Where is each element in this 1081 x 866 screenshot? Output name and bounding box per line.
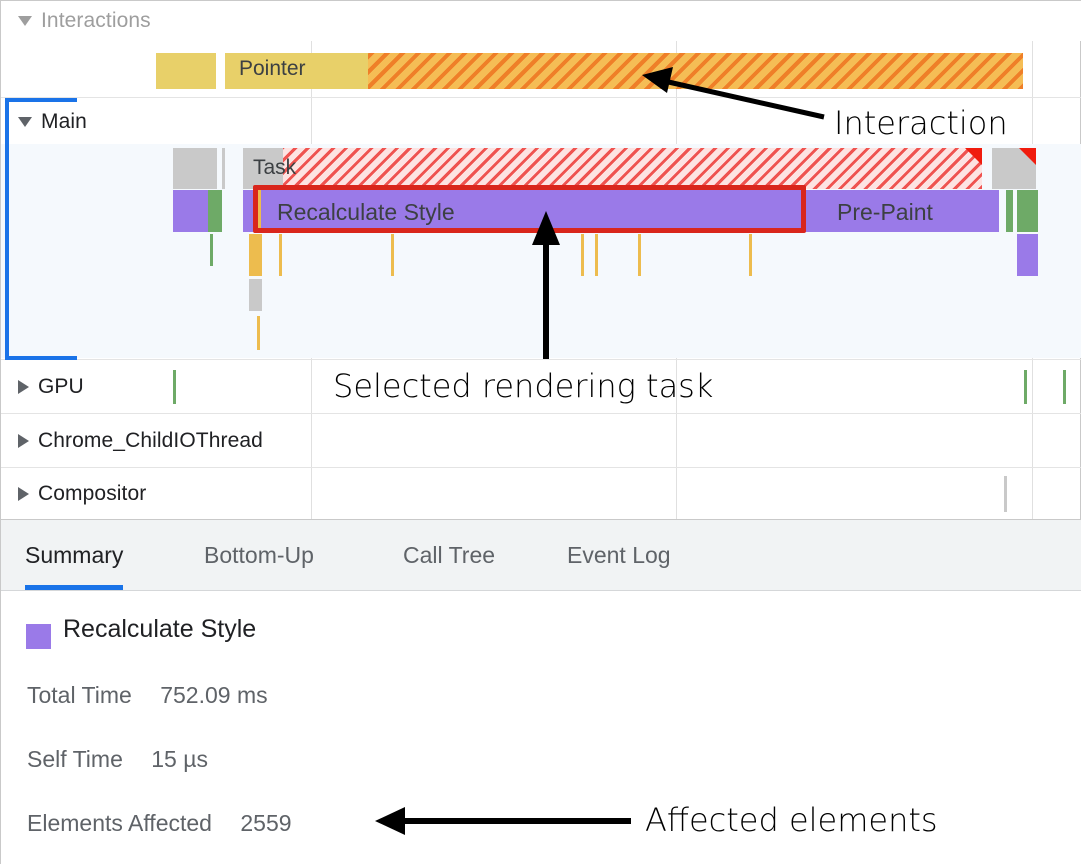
- timeline-tracks: 500 ms 1000 ms 1500 ms Interactions Poin…: [1, 1, 1081, 519]
- flame-bar[interactable]: [638, 234, 641, 276]
- flame-bar-pre-paint[interactable]: [825, 190, 999, 232]
- track-selection-bracket: [5, 98, 77, 360]
- track-chrome-childiothread-label: Chrome_ChildIOThread: [38, 428, 263, 452]
- interaction-bar-pointer[interactable]: Pointer: [225, 53, 368, 89]
- flame-bar[interactable]: [208, 190, 222, 232]
- summary-row-self-time: Self Time 15 µs: [27, 746, 208, 773]
- flame-bar[interactable]: [173, 148, 217, 189]
- summary-event-name: Recalculate Style: [63, 615, 257, 643]
- flame-bar-task[interactable]: [243, 148, 283, 189]
- divider: [1, 97, 1081, 98]
- summary-label-self-time: Self Time: [27, 746, 123, 772]
- flame-bar-pre-paint-label: Pre-Paint: [837, 199, 933, 225]
- track-gpu-label: GPU: [38, 374, 84, 398]
- flame-bar[interactable]: [243, 190, 253, 232]
- track-compositor[interactable]: Compositor: [1, 468, 1081, 519]
- flame-bar[interactable]: [581, 234, 584, 276]
- flame-bar[interactable]: [222, 148, 225, 189]
- tab-event-log[interactable]: Event Log: [567, 520, 671, 590]
- track-chrome-childiothread[interactable]: Chrome_ChildIOThread: [1, 414, 1081, 467]
- summary-value-elements-affected: 2559: [240, 810, 292, 836]
- chevron-right-icon[interactable]: [18, 433, 29, 448]
- long-task-warning-icon: [965, 148, 982, 165]
- gpu-event-mark[interactable]: [1063, 370, 1066, 404]
- flame-bar[interactable]: [279, 234, 282, 276]
- track-interactions-header[interactable]: Interactions: [1, 1, 151, 41]
- main-flame-chart[interactable]: Task Recalculate Style Pre-Paint: [1, 144, 1081, 358]
- annotation-affected-elements: Affected elements: [645, 801, 938, 839]
- flame-bar[interactable]: [210, 234, 213, 266]
- flame-bar[interactable]: [1006, 190, 1013, 232]
- flame-bar[interactable]: [249, 234, 262, 276]
- tab-summary-label: Summary: [25, 541, 124, 568]
- track-interactions-label: Interactions: [41, 9, 151, 32]
- track-chrome-childiothread-header[interactable]: Chrome_ChildIOThread: [1, 414, 263, 467]
- chevron-down-icon[interactable]: [18, 117, 32, 127]
- annotation-interaction: Interaction: [834, 104, 1008, 142]
- chevron-down-icon[interactable]: [18, 16, 32, 26]
- track-compositor-label: Compositor: [38, 481, 147, 505]
- chevron-right-icon[interactable]: [18, 379, 29, 394]
- details-pane: Summary Bottom-Up Call Tree Event Log Re…: [1, 519, 1081, 866]
- tab-bottom-up[interactable]: Bottom-Up: [204, 520, 314, 590]
- compositor-event-mark[interactable]: [1004, 476, 1007, 512]
- tab-bottom-up-label: Bottom-Up: [204, 541, 314, 568]
- flame-bar[interactable]: [749, 234, 752, 276]
- tab-event-log-label: Event Log: [567, 541, 671, 568]
- summary-value-total-time: 752.09 ms: [160, 682, 268, 708]
- annotation-selected-rendering-task: Selected rendering task: [333, 367, 714, 405]
- interaction-bar[interactable]: [156, 53, 216, 89]
- track-main-label: Main: [41, 110, 87, 133]
- flame-bar[interactable]: [257, 316, 260, 350]
- flame-bar[interactable]: [1017, 234, 1038, 276]
- summary-label-total-time: Total Time: [27, 682, 132, 708]
- interaction-bar-label: Pointer: [239, 57, 306, 80]
- divider: [1, 413, 1081, 414]
- tab-call-tree[interactable]: Call Tree: [403, 520, 495, 590]
- track-gpu-header[interactable]: GPU: [1, 360, 84, 413]
- details-tabbar: Summary Bottom-Up Call Tree Event Log: [1, 520, 1081, 591]
- summary-row-total-time: Total Time 752.09 ms: [27, 682, 268, 709]
- flame-bar[interactable]: [249, 279, 262, 311]
- flame-bar[interactable]: [173, 190, 208, 232]
- gpu-event-mark[interactable]: [1024, 370, 1027, 404]
- tab-call-tree-label: Call Tree: [403, 541, 496, 568]
- chevron-right-icon[interactable]: [18, 486, 29, 501]
- flame-bar[interactable]: [807, 190, 825, 232]
- flame-bar[interactable]: [1017, 190, 1038, 232]
- summary-label-elements-affected: Elements Affected: [27, 810, 212, 836]
- timeline-ruler[interactable]: [1, 1, 1081, 41]
- summary-value-self-time: 15 µs: [151, 746, 208, 772]
- flame-bar-long-task[interactable]: [283, 148, 982, 189]
- track-compositor-header[interactable]: Compositor: [1, 468, 146, 519]
- gpu-event-mark[interactable]: [173, 370, 176, 404]
- flame-bar[interactable]: [253, 190, 261, 232]
- divider: [1, 359, 1081, 360]
- flame-bar-recalculate-style-label: Recalculate Style: [277, 199, 455, 225]
- track-main-header[interactable]: Main: [1, 100, 87, 144]
- flame-bar-task-label: Task: [253, 156, 297, 179]
- long-task-warning-icon: [1019, 148, 1036, 165]
- tab-summary[interactable]: Summary: [25, 520, 124, 590]
- summary-row-elements-affected: Elements Affected 2559: [27, 810, 292, 837]
- track-gpu[interactable]: GPU: [1, 360, 1081, 413]
- flame-bar[interactable]: [992, 148, 1036, 189]
- interaction-bar-long[interactable]: [368, 53, 1023, 89]
- event-color-swatch: [26, 624, 51, 649]
- flame-bar[interactable]: [595, 234, 598, 276]
- divider: [1, 467, 1081, 468]
- flame-bar[interactable]: [391, 234, 394, 276]
